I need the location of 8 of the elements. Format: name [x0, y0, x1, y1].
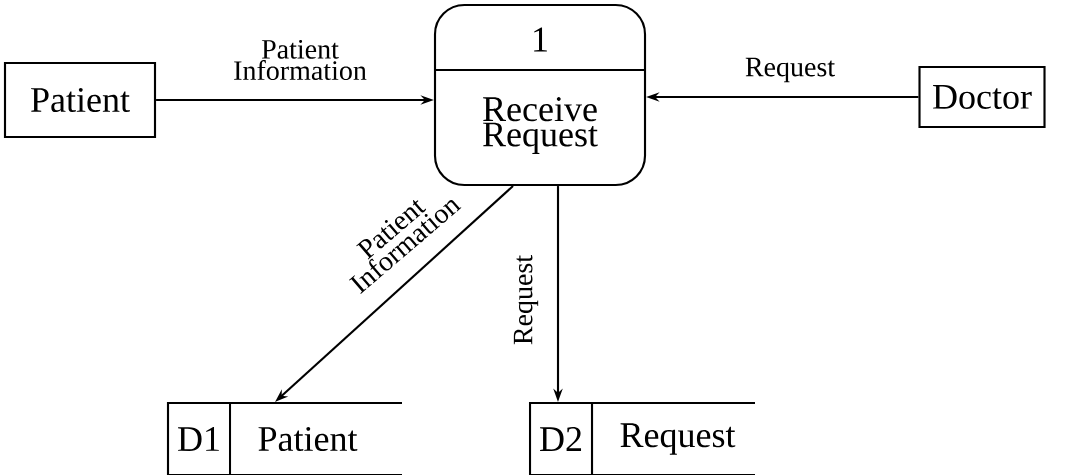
- entity-box: Patient: [3, 61, 157, 139]
- edge-label: Patient Information: [234, 39, 367, 81]
- edge-label: Request: [745, 57, 835, 83]
- edge-label: Request: [513, 255, 539, 345]
- data-store: D2 Request: [528, 401, 755, 475]
- entity-box: Doctor: [918, 65, 1046, 129]
- data-store: D1 Patient: [166, 401, 402, 475]
- process-box: 1 Receive Request: [433, 3, 647, 187]
